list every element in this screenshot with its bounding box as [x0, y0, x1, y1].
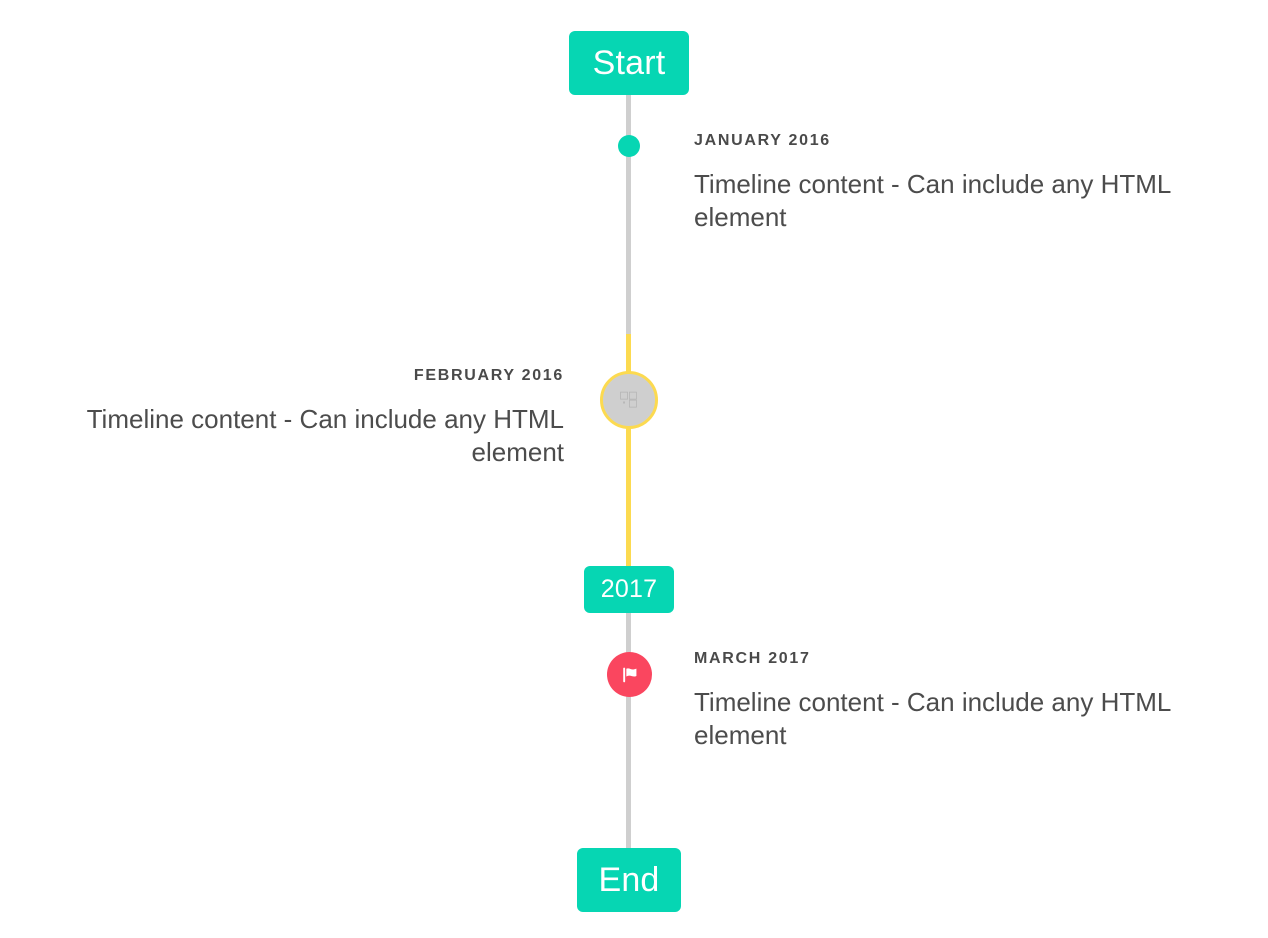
timeline-axis-segment-gray-top — [626, 92, 631, 337]
timeline-event-date: January 2016 — [694, 132, 831, 149]
timeline-start-badge[interactable]: Start — [569, 31, 689, 95]
timeline-marker-flag-button[interactable] — [607, 652, 652, 697]
flag-icon — [619, 664, 641, 686]
timeline-end-badge[interactable]: End — [577, 848, 681, 912]
timeline-axis-segment-highlight — [626, 334, 631, 574]
timeline-event-text: Timeline content - Can include any HTML … — [694, 687, 1171, 751]
timeline-marker-dot-icon[interactable] — [618, 135, 640, 157]
timeline-year-badge[interactable]: 2017 — [584, 566, 674, 613]
timeline-event-text: Timeline content - Can include any HTML … — [86, 404, 564, 468]
timeline-event-date: March 2017 — [694, 650, 811, 667]
timeline-event-text: Timeline content - Can include any HTML … — [694, 169, 1171, 233]
missing-glyph-icon: □□ ·□ — [620, 388, 638, 411]
timeline-axis-segment-gray-bottom — [626, 612, 631, 857]
timeline-marker-ring-icon[interactable]: □□ ·□ — [600, 371, 658, 429]
timeline-event-date: February 2016 — [413, 367, 564, 384]
